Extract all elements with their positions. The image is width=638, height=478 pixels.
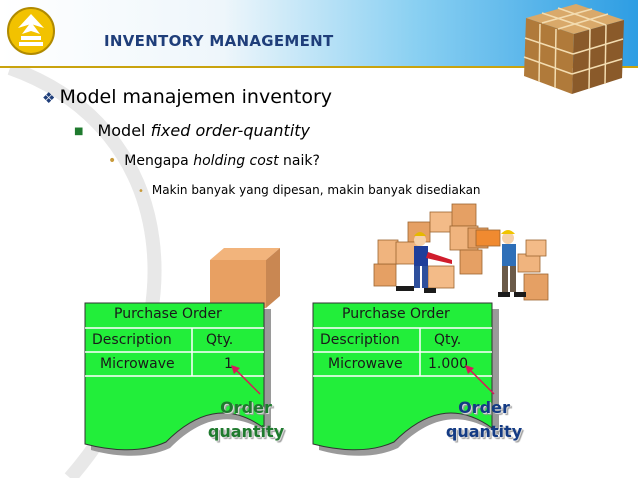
order-quantity-label-1: Order quantity xyxy=(207,398,285,441)
logo-emblem-icon xyxy=(7,7,55,55)
slide-title: INVENTORY MANAGEMENT xyxy=(104,32,334,50)
po-item: Microwave xyxy=(328,356,403,372)
purchase-order-shape xyxy=(312,302,499,456)
dot-bullet-icon: • xyxy=(138,186,144,197)
bullet-level4: •Makin banyak yang dipesan, makin banyak… xyxy=(138,183,481,197)
order-quantity-label-2: Order quantity xyxy=(445,398,523,441)
photo-cube-icon xyxy=(523,4,624,94)
square-bullet-icon: ■ xyxy=(74,126,84,137)
po-col-description: Description xyxy=(92,332,172,348)
po-col-description: Description xyxy=(320,332,400,348)
cardboard-box-icon xyxy=(210,248,280,308)
diamond-bullet-icon: ❖ xyxy=(42,89,56,107)
po-col-qty: Qty. xyxy=(434,332,462,348)
po-qty-value: 1 xyxy=(224,356,233,372)
bullet-level2: ■Model fixed order-quantity xyxy=(74,121,311,140)
purchase-order-form-1: Purchase Order Description Qty. Microwav… xyxy=(82,300,272,460)
po-title: Purchase Order xyxy=(114,306,222,322)
purchase-order-form-2: Purchase Order Description Qty. Microwav… xyxy=(310,300,500,460)
workers-with-boxes-icon xyxy=(373,203,549,301)
po-qty-value: 1.000 xyxy=(428,356,469,372)
bullet-level3: •Mengapa holding cost naik? xyxy=(108,153,320,169)
po-item: Microwave xyxy=(100,356,175,372)
po-title: Purchase Order xyxy=(342,306,450,322)
header-rule xyxy=(0,66,638,68)
bullet-level1: ❖Model manajemen inventory xyxy=(42,86,333,108)
dot-bullet-icon: • xyxy=(108,153,117,169)
po-col-qty: Qty. xyxy=(206,332,234,348)
order-quantity-arrow-1 xyxy=(231,365,261,395)
purchase-order-shape xyxy=(84,302,271,456)
order-quantity-arrow-2 xyxy=(465,365,495,395)
